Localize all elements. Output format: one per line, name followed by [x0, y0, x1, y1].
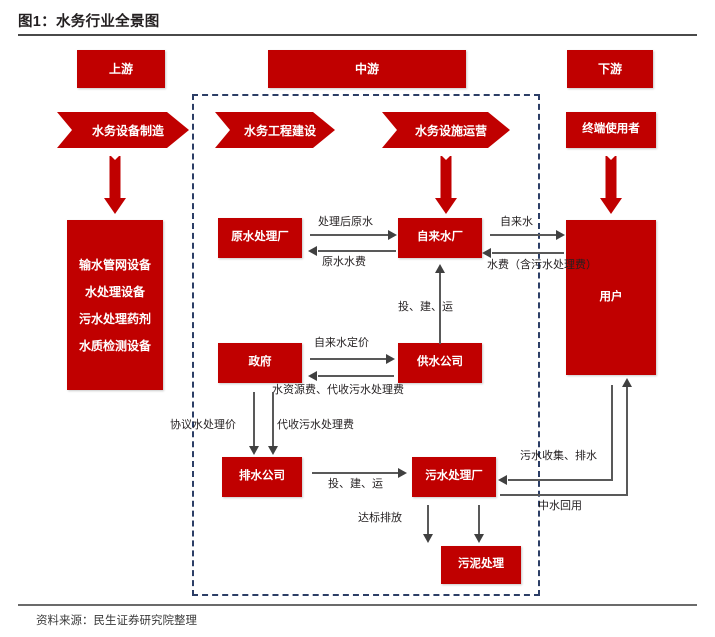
upstream-product-item: 输水管网设备: [78, 257, 151, 272]
arrowhead-resource-fee-icon: [308, 371, 317, 381]
label-reclaimed-water-reuse: 中水回用: [538, 500, 582, 512]
header-downstream: 下游: [567, 50, 653, 88]
line-invest-build-operate-drain: [312, 472, 400, 474]
upstream-product-item: 污水处理药剂: [78, 311, 151, 326]
arrowhead-invest-build-operate-drain-icon: [398, 468, 407, 478]
line-resource-fee: [318, 375, 394, 377]
upstream-products-box: 输水管网设备 水处理设备 污水处理药剂 水质检测设备: [67, 220, 163, 390]
label-agreed-treatment-price: 协议水处理价: [170, 419, 236, 431]
arrowhead-tap-water-icon: [556, 230, 565, 240]
node-tap-water-plant: 自来水厂: [398, 218, 482, 258]
arrowhead-to-sludge-treatment-icon: [474, 534, 484, 543]
footer-divider: [18, 604, 697, 606]
arrowhead-tap-water-pricing-icon: [386, 354, 395, 364]
banner-end-user: 终端使用者: [566, 112, 656, 148]
label-water-fee-incl-sewage: 水费（含污水处理费）: [487, 259, 597, 271]
label-invest-build-operate-supply: 投、建、运: [398, 301, 453, 313]
arrow-equipment-to-products-icon: [102, 155, 128, 214]
label-resource-fee-and-collect: 水资源费、代收污水处理费: [272, 384, 404, 396]
line-raw-water-fee: [318, 250, 396, 252]
upstream-product-item: 水处理设备: [84, 284, 145, 299]
line-reclaimed-water-vertical: [626, 386, 628, 494]
label-tap-water-pricing: 自来水定价: [314, 337, 369, 349]
header-upstream: 上游: [77, 50, 165, 88]
node-raw-water-plant: 原水处理厂: [218, 218, 302, 258]
arrowhead-invest-build-operate-supply-icon: [435, 264, 445, 273]
label-sewage-collection-drainage: 污水收集、排水: [520, 450, 597, 462]
label-collect-sewage-fee: 代收污水处理费: [277, 419, 354, 431]
banner-engineering-construction: 水务工程建设: [215, 112, 335, 148]
source-note: 资料来源：民生证券研究院整理: [36, 615, 197, 627]
line-agreed-treatment-price: [253, 392, 255, 447]
line-compliant-discharge: [427, 505, 429, 537]
node-water-supply-company: 供水公司: [398, 343, 482, 383]
node-sewage-plant: 污水处理厂: [412, 457, 496, 497]
node-sludge-treatment: 污泥处理: [441, 546, 521, 584]
arrowhead-treated-raw-water-icon: [388, 230, 397, 240]
line-tap-water: [490, 234, 558, 236]
arrowhead-agreed-treatment-price-icon: [249, 446, 259, 455]
arrowhead-reclaimed-water-icon: [622, 378, 632, 387]
arrow-enduser-to-user-icon: [598, 155, 624, 214]
banner-facility-operation: 水务设施运营: [382, 112, 510, 148]
midstream-dashed-container: [192, 94, 540, 596]
line-sewage-collection-horizontal: [508, 479, 613, 481]
arrowhead-raw-water-fee-icon: [308, 246, 317, 256]
label-compliant-discharge: 达标排放: [358, 512, 402, 524]
arrowhead-compliant-discharge-icon: [423, 534, 433, 543]
page-title: 图1：水务行业全景图: [18, 14, 160, 30]
arrowhead-water-fee-icon: [482, 248, 491, 258]
node-government: 政府: [218, 343, 302, 383]
line-water-fee: [492, 252, 564, 254]
header-midstream: 中游: [268, 50, 466, 88]
label-invest-build-operate-drain: 投、建、运: [328, 478, 383, 490]
arrow-operation-to-tapwater-icon: [433, 155, 459, 214]
figure-title-bar: 图1：水务行业全景图: [18, 10, 698, 36]
line-to-sludge-treatment: [478, 505, 480, 537]
banner-equipment-manufacturing: 水务设备制造: [57, 112, 189, 148]
line-treated-raw-water: [310, 234, 390, 236]
label-treated-raw-water: 处理后原水: [318, 216, 373, 228]
node-user: 用户: [566, 220, 656, 375]
arrowhead-sewage-collection-icon: [498, 475, 507, 485]
line-sewage-collection-vertical: [611, 385, 613, 480]
label-raw-water-fee: 原水水费: [322, 256, 366, 268]
label-tap-water: 自来水: [500, 216, 533, 228]
arrowhead-collect-sewage-fee-icon: [268, 446, 278, 455]
upstream-product-item: 水质检测设备: [78, 338, 151, 353]
line-invest-build-operate-supply: [439, 272, 441, 344]
line-collect-sewage-fee: [272, 392, 274, 447]
node-drainage-company: 排水公司: [222, 457, 302, 497]
line-reclaimed-water-horizontal: [500, 494, 628, 496]
title-underline: [18, 34, 697, 36]
line-tap-water-pricing: [310, 358, 388, 360]
